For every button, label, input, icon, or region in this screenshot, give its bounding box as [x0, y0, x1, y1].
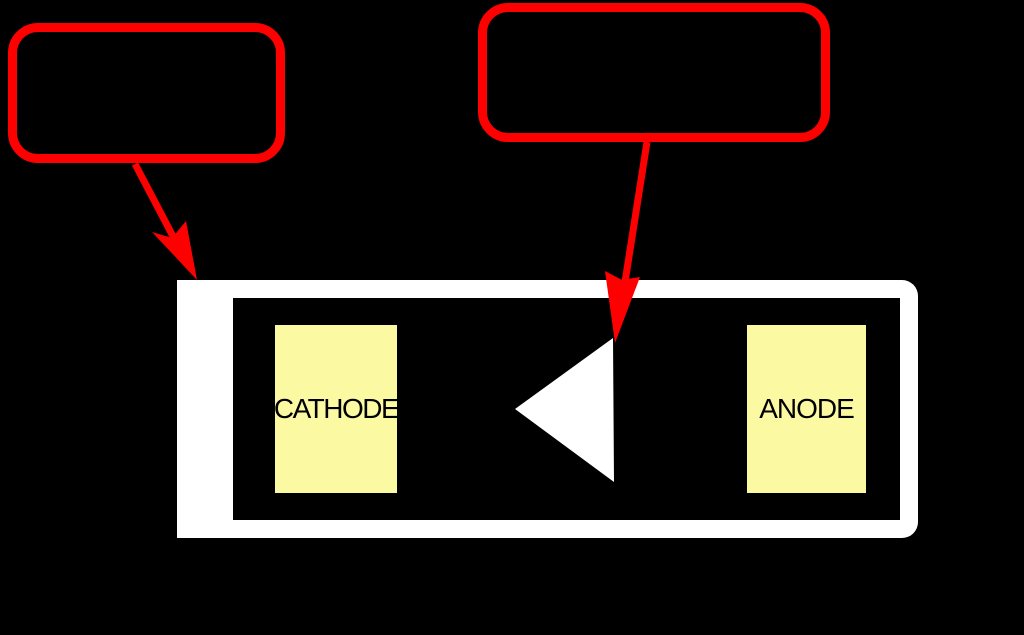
- anode-pad: ANODE: [747, 325, 866, 493]
- cathode-band-marking: [177, 280, 233, 538]
- cathode-label: CATHODE: [273, 393, 400, 424]
- cathode-pad: CATHODE: [273, 325, 400, 493]
- callout-arrow-1: [131, 162, 197, 280]
- anode-label: ANODE: [759, 393, 855, 424]
- callout-box-1: [8, 23, 285, 163]
- callout-box-2: [478, 3, 830, 142]
- callout-arrow-1-shaft: [131, 162, 180, 244]
- callout-arrow-2-shaft: [621, 141, 651, 283]
- callout-arrow-1-head: [152, 221, 197, 280]
